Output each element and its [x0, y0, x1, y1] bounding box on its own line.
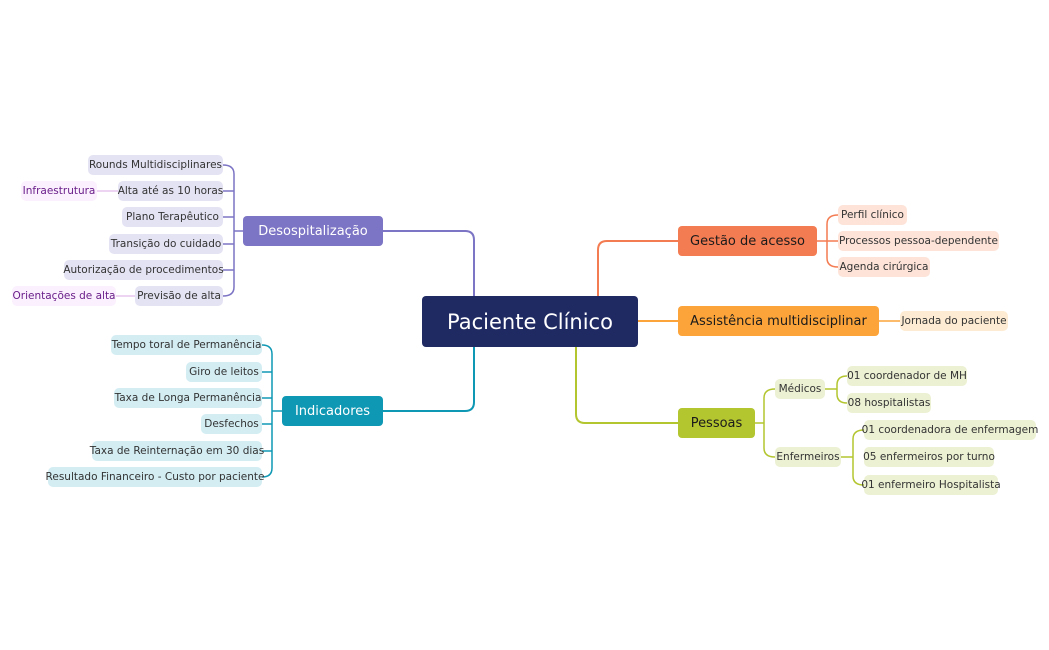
- medicos-item[interactable]: 08 hospitalistas: [847, 393, 931, 413]
- desosp-item[interactable]: Autorização de procedimentos: [63, 260, 224, 280]
- indicador-item[interactable]: Resultado Financeiro - Custo por pacient…: [46, 467, 264, 487]
- enfermeiros-item[interactable]: 01 coordenadora de enfermagem: [862, 420, 1038, 440]
- gestao-item[interactable]: Agenda cirúrgica: [838, 257, 930, 277]
- desosp-item[interactable]: Alta até as 10 horas: [118, 181, 223, 201]
- indicador-item[interactable]: Taxa de Longa Permanência: [114, 388, 262, 408]
- desosp-item[interactable]: Transição do cuidado: [109, 234, 223, 254]
- infraestrutura-node[interactable]: Infraestrutura: [21, 181, 97, 201]
- desosp-item[interactable]: Rounds Multidisciplinares: [88, 155, 223, 175]
- enfermeiros-item[interactable]: 05 enfermeiros por turno: [863, 447, 995, 467]
- assistencia-item[interactable]: Jornada do paciente: [900, 311, 1008, 331]
- branch-gestao-acesso[interactable]: Gestão de acesso: [678, 226, 817, 256]
- indicador-item[interactable]: Desfechos: [201, 414, 262, 434]
- indicador-item[interactable]: Taxa de Reinternação em 30 dias: [90, 441, 264, 461]
- desosp-item[interactable]: Previsão de alta: [135, 286, 223, 306]
- orientacoes-node[interactable]: Orientações de alta: [12, 286, 116, 306]
- branch-pessoas[interactable]: Pessoas: [678, 408, 755, 438]
- desosp-item[interactable]: Plano Terapêutico: [122, 207, 223, 227]
- indicador-item[interactable]: Giro de leitos: [186, 362, 262, 382]
- enfermeiros-item[interactable]: 01 enfermeiro Hospitalista: [861, 475, 1001, 495]
- enfermeiros-node[interactable]: Enfermeiros: [775, 447, 841, 467]
- medicos-item[interactable]: 01 coordenador de MH: [847, 366, 967, 386]
- indicador-item[interactable]: Tempo toral de Permanência: [111, 335, 262, 355]
- medicos-node[interactable]: Médicos: [775, 379, 825, 399]
- root-node[interactable]: Paciente Clínico: [422, 296, 638, 347]
- branch-indicadores[interactable]: Indicadores: [282, 396, 383, 426]
- branch-desospitalizacao[interactable]: Desospitalização: [243, 216, 383, 246]
- branch-assistencia[interactable]: Assistência multidisciplinar: [678, 306, 879, 336]
- gestao-item[interactable]: Perfil clínico: [838, 205, 907, 225]
- gestao-item[interactable]: Processos pessoa-dependente: [838, 231, 999, 251]
